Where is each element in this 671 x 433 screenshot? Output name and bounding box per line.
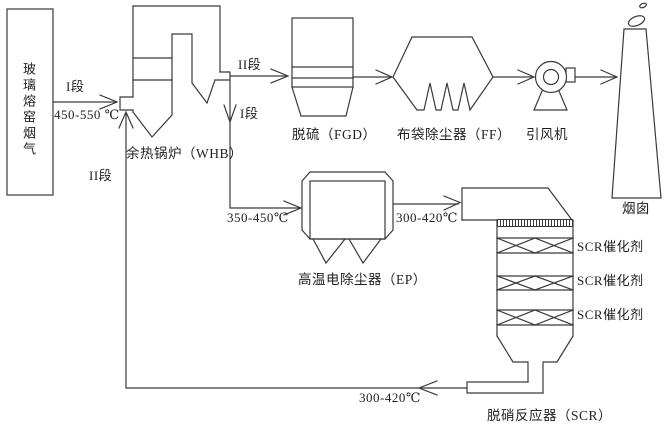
ff-baghouse bbox=[392, 36, 494, 112]
fgd-label: 脱硫（FGD） bbox=[292, 127, 377, 142]
smoke-puff-icon bbox=[639, 2, 647, 9]
scr-outlet-temp: 300-420℃ bbox=[359, 390, 421, 405]
ep-label: 高温电除尘器（EP） bbox=[298, 272, 427, 287]
flow-arrows bbox=[52, 68, 619, 396]
stage1-down-label: I段 bbox=[240, 106, 259, 121]
arrow-fgd-to-ff bbox=[352, 69, 394, 85]
chimney-shape bbox=[611, 2, 662, 199]
catalyst-bed bbox=[496, 309, 574, 326]
arrow-furnace-to-whb bbox=[52, 94, 119, 110]
line-stage1-down-to-ep bbox=[223, 79, 303, 216]
line-scr-return-to-whb bbox=[118, 110, 468, 396]
stage1-inlet-temp: 450-550 ℃ bbox=[54, 107, 120, 122]
arrow-ep-to-scr bbox=[392, 195, 462, 211]
fgd-vessel bbox=[291, 17, 354, 117]
chimney-label: 烟囱 bbox=[622, 201, 650, 216]
arrow-whb-to-fgd bbox=[229, 68, 290, 84]
arrow-fan-to-chimney bbox=[574, 69, 619, 85]
ff-label: 布袋除尘器（FF） bbox=[397, 127, 512, 142]
whb-label: 余热锅炉（WHB） bbox=[126, 146, 243, 161]
whb-boiler bbox=[119, 5, 231, 138]
furnace-source-label: 玻璃熔窑烟气 bbox=[20, 62, 36, 158]
scr-catalyst-label-2: SCR催化剂 bbox=[577, 273, 644, 288]
catalyst-bed bbox=[496, 275, 574, 291]
smoke-puff-icon bbox=[627, 15, 646, 27]
scr-catalyst-label-1: SCR催化剂 bbox=[577, 239, 644, 254]
stage2-return-label: II段 bbox=[89, 168, 113, 183]
catalyst-bed bbox=[496, 237, 574, 254]
stage1-inlet-label: I段 bbox=[66, 79, 85, 94]
stage2-to-fgd-label: II段 bbox=[238, 57, 262, 72]
scr-catalyst-label-3: SCR催化剂 bbox=[577, 307, 644, 322]
scr-inlet-temp: 300-420℃ bbox=[396, 210, 458, 225]
ep-inlet-temp: 350-450℃ bbox=[227, 210, 289, 225]
fan-label: 引风机 bbox=[526, 127, 568, 142]
scr-distributor-hatch bbox=[497, 219, 573, 227]
fan bbox=[533, 60, 576, 111]
scr-label: 脱硝反应器（SCR） bbox=[487, 408, 613, 423]
scr-reactor bbox=[461, 187, 574, 394]
arrow-ff-to-fan bbox=[492, 69, 536, 85]
ep-vessel bbox=[301, 171, 394, 265]
